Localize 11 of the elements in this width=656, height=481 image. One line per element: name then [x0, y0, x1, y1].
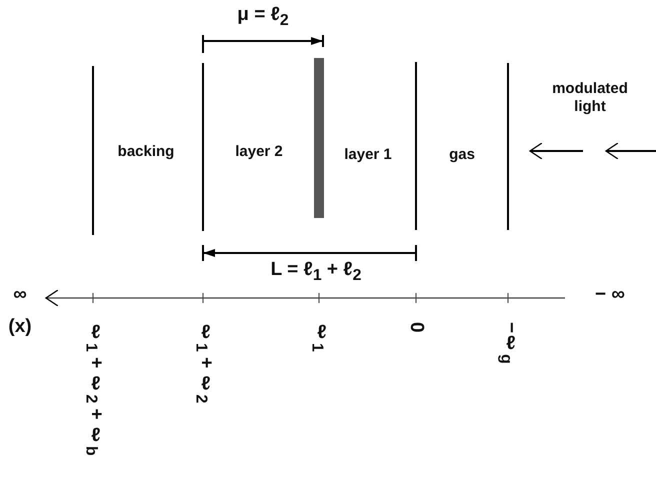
axis-end-label: ∞ [13, 286, 27, 304]
region-label: layer 1 [344, 146, 392, 164]
dimension-label: L = ℓ$_{1}$ + ℓ$_{2}$ [270, 261, 362, 285]
axis-end-label: − ∞ [595, 286, 625, 304]
region-label: backing [118, 143, 174, 161]
region-label: gas [449, 146, 475, 164]
dimension-label: μ = ℓ$_{2}$ [237, 6, 289, 30]
region-label: layer 2 [235, 143, 283, 161]
light-label: modulated light [551, 80, 629, 116]
tick-label: 0 [405, 322, 427, 333]
axis-label: (x) [8, 318, 32, 336]
